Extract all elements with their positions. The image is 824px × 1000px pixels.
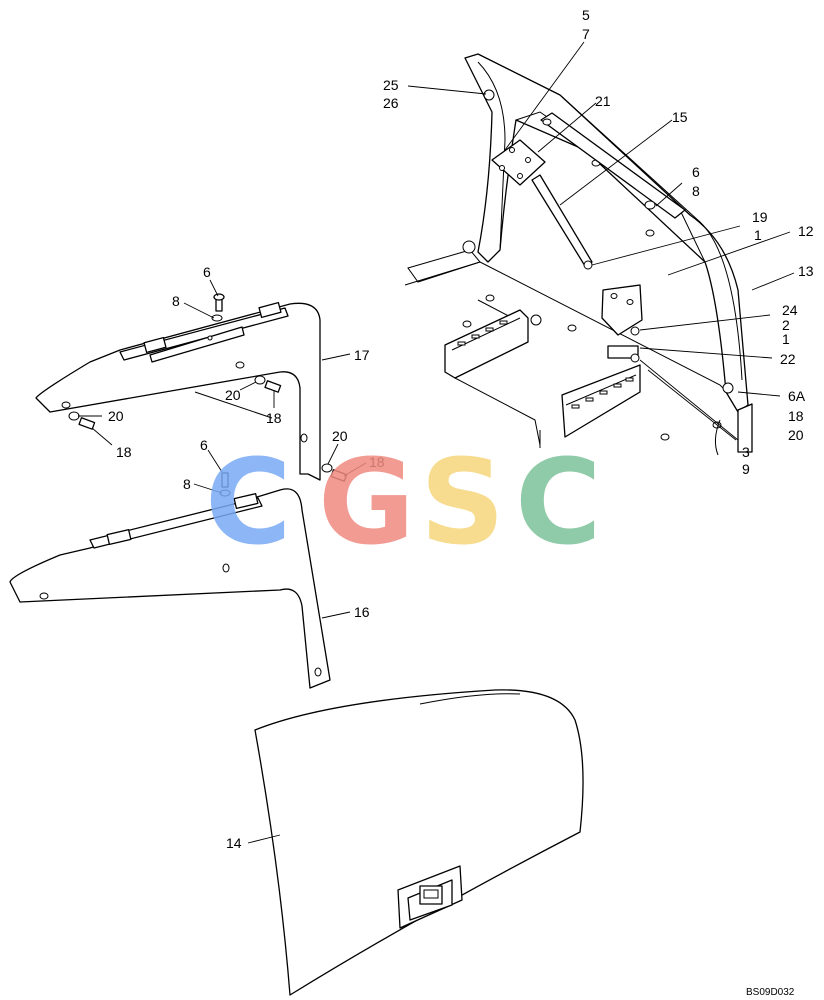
frame-assembly (404, 53, 753, 456)
callout-22: 22 (780, 351, 796, 367)
watermark-letter-3: S (420, 433, 505, 571)
callout-18-l1: 18 (116, 444, 132, 460)
callout-17: 17 (354, 347, 370, 363)
callout-6A: 6A (788, 388, 806, 404)
callout-25: 25 (383, 77, 399, 93)
callout-18-l2: 18 (266, 410, 282, 426)
callout-2: 2 (782, 317, 790, 333)
callout-24: 24 (782, 302, 798, 318)
side-panel-16 (9, 488, 331, 689)
figure-code: BS09D032 (746, 987, 795, 998)
door-panel-14 (254, 689, 584, 996)
callout-21: 21 (595, 93, 611, 109)
callout-6-left: 6 (203, 264, 211, 280)
watermark-letter-1: C (205, 433, 292, 571)
callout-labels: 5 7 25 26 21 15 6 8 19 1 12 13 24 2 1 22… (108, 7, 814, 851)
callout-20-l1: 20 (108, 408, 124, 424)
callout-8-top: 8 (692, 183, 700, 199)
watermark-letter-2: G (318, 433, 415, 571)
watermark-logo: C G S C (205, 433, 602, 571)
callout-9: 9 (742, 461, 750, 477)
callout-7: 7 (582, 26, 590, 42)
callout-14: 14 (226, 835, 242, 851)
callout-26: 26 (383, 95, 399, 111)
callout-19: 19 (752, 209, 768, 225)
callout-16: 16 (354, 604, 370, 620)
callout-12: 12 (798, 223, 814, 239)
callout-20-l2: 20 (225, 387, 241, 403)
callout-18-right: 18 (788, 408, 804, 424)
watermark-letter-4: C (515, 433, 602, 571)
callout-1-b: 1 (782, 331, 790, 347)
callout-1-a: 1 (754, 227, 762, 243)
callout-6-top: 6 (692, 164, 700, 180)
fasteners (68, 293, 640, 497)
callout-15: 15 (672, 109, 688, 125)
callout-3: 3 (742, 444, 750, 460)
callout-20-mid: 20 (332, 428, 348, 444)
callout-18-mid: 18 (369, 454, 385, 470)
leader-lines (78, 41, 795, 844)
callout-6-mid: 6 (200, 437, 208, 453)
callout-8-left: 8 (172, 293, 180, 309)
callout-5: 5 (582, 7, 590, 23)
callout-8-mid: 8 (183, 476, 191, 492)
callout-20-right: 20 (788, 427, 804, 443)
side-panel-17 (35, 301, 321, 481)
callout-13: 13 (798, 263, 814, 279)
